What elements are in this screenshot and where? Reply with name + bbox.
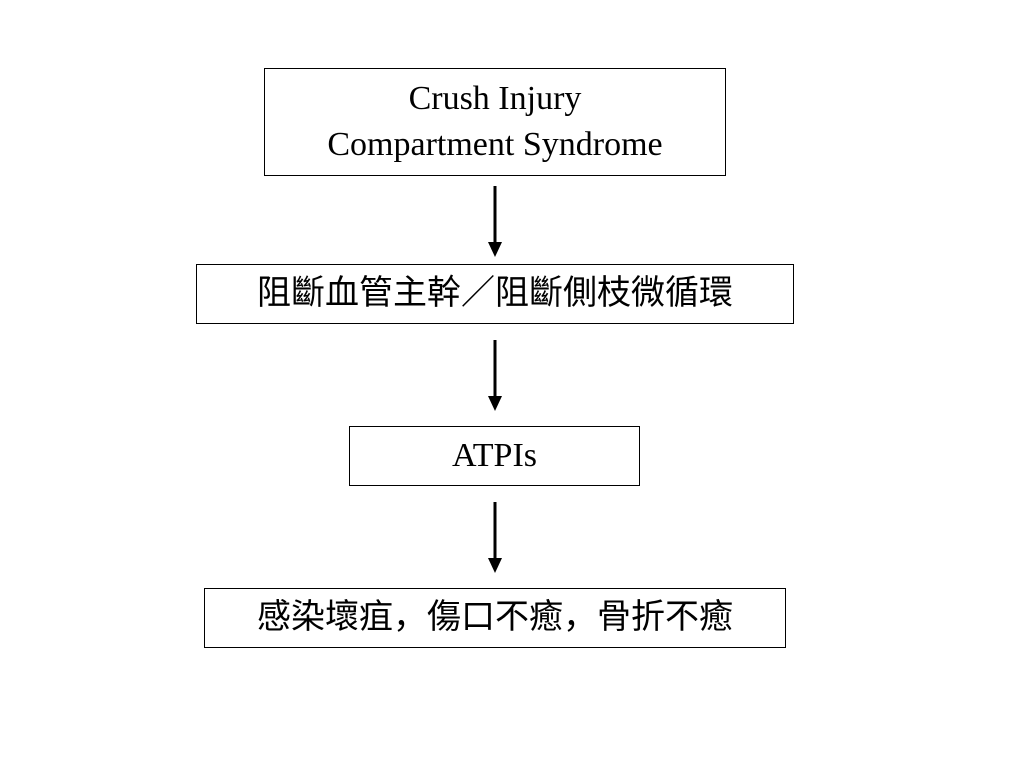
flow-box-outcomes: 感染壞疽，傷口不癒，骨折不癒 — [204, 588, 786, 648]
down-arrow-icon — [488, 186, 502, 257]
flow-box-line: ATPIs — [451, 437, 538, 474]
down-arrow-icon — [488, 340, 502, 411]
flow-box-line: Compartment Syndrome — [327, 126, 663, 163]
flow-box-line: 阻斷血管主幹／阻斷側枝微循環 — [257, 275, 733, 312]
down-arrow-icon — [488, 502, 502, 573]
flow-box-line: Crush Injury — [408, 80, 582, 117]
flow-box-line: 感染壞疽，傷口不癒，骨折不癒 — [257, 599, 733, 636]
flow-box-atpis: ATPIs — [349, 426, 640, 486]
flow-box-vascular-blockage: 阻斷血管主幹／阻斷側枝微循環 — [196, 264, 794, 324]
flow-box-crush-injury: Crush Injury Compartment Syndrome — [264, 68, 726, 176]
